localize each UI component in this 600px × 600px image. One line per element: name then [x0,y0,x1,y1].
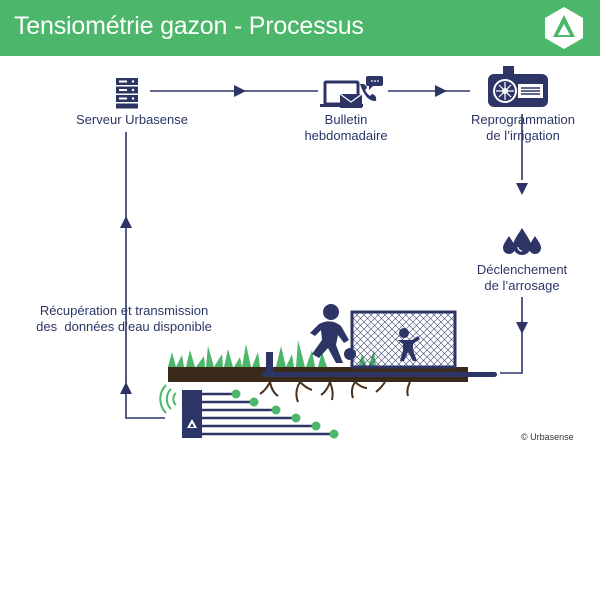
goalkeeper-figure [396,328,420,361]
watering-label-line2: de l’arrosage [484,278,560,293]
reprogramming-label-line2: de l’irrigation [486,128,560,143]
arrow-sensor-to-server [125,132,165,419]
arrow-head-down-1 [516,183,528,195]
watering-label: Déclenchement de l’arrosage [470,262,574,294]
urbasense-logo-icon [545,7,583,49]
page-title: Tensiométrie gazon - Processus [14,12,364,40]
recovery-label: Récupération et transmission des données… [26,303,222,335]
bulletin-label-line2: hebdomadaire [304,128,388,143]
arrow-head-right-1 [234,85,246,97]
bulletin-label: Bulletin hebdomadaire [300,112,392,144]
process-diagram [116,66,548,439]
arrow-head-down-2 [516,322,528,334]
tensiometer-sensor [182,389,339,439]
water-drops-icon [503,228,541,255]
arrow-head-right-2 [435,85,447,97]
arrow-head-up-1 [120,216,132,228]
bulletin-label-line1: Bulletin [324,112,368,127]
irrigation-pipe [262,352,497,377]
wireless-signal-icon [159,384,177,414]
recovery-label-line1: Récupération et transmission [39,303,209,318]
arrow-heads [120,85,528,394]
player-figure [310,304,356,363]
server-icon [116,78,138,109]
watering-label-line1: Déclenchement [476,262,568,277]
server-label: Serveur Urbasense [76,112,188,127]
arrow-watering-to-field [500,297,523,374]
laptop-mail-phone-icon [320,76,383,108]
header-bar: Tensiométrie gazon - Processus [0,0,600,56]
reprogramming-label: Reprogrammation de l’irrigation [466,112,580,144]
irrigation-controller-icon [488,66,548,107]
recovery-label-line2: des données d’eau disponible [36,319,212,334]
arrow-head-up-2 [120,382,132,394]
reprogramming-label-line1: Reprogrammation [470,112,576,127]
copyright-notice: © Urbasense [521,432,574,442]
